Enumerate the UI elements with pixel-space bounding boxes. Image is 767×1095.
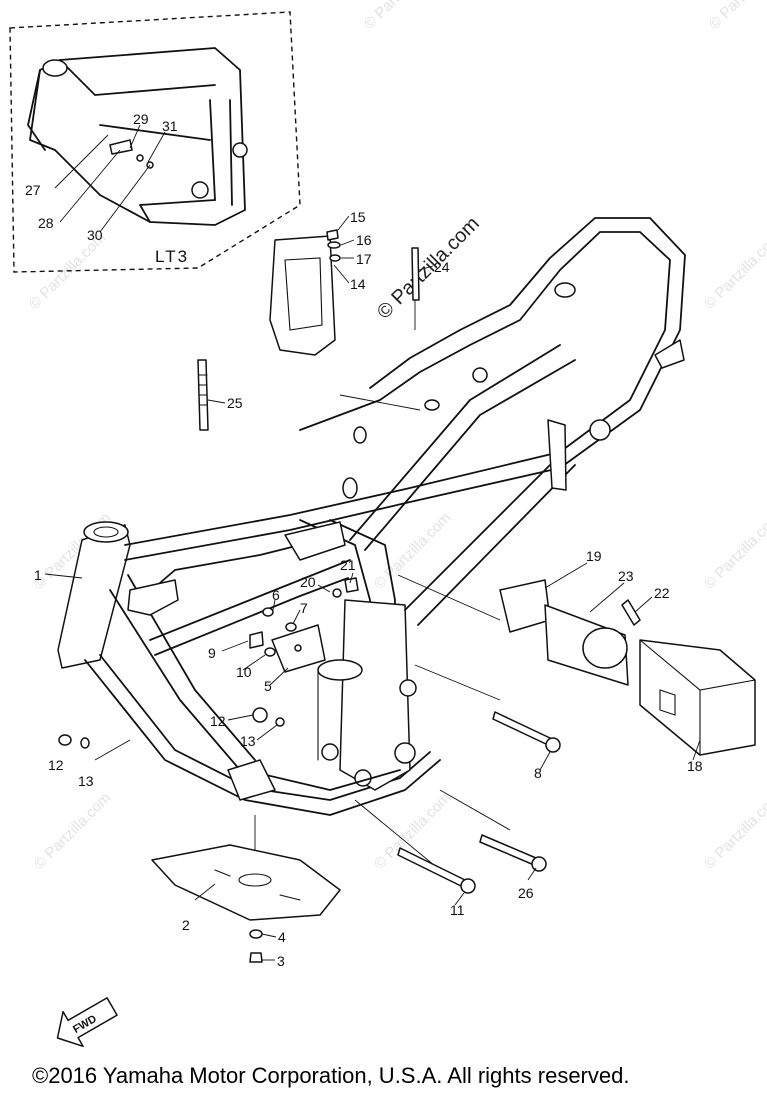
svg-text:© Partzilla.com: © Partzilla.com [706, 0, 767, 33]
part-2-skid-plate [151, 844, 341, 921]
part-3-bolt [249, 952, 263, 963]
callout-23: 23 [618, 568, 634, 584]
inset-border [9, 11, 301, 273]
callout-10: 10 [236, 664, 252, 680]
callout-3: 3 [277, 953, 285, 969]
part-24-rod [411, 247, 420, 301]
hardware-15-16-17 [326, 229, 341, 262]
svg-text:© Partzilla.com: © Partzilla.com [371, 509, 454, 592]
callout-2: 2 [182, 917, 190, 933]
main-frame [57, 217, 686, 816]
callout-leaders [44, 124, 701, 961]
copyright-notice: ©2016 Yamaha Motor Corporation, U.S.A. A… [32, 1063, 630, 1088]
callout-26: 26 [518, 885, 534, 901]
callout-18: 18 [687, 758, 703, 774]
svg-text:© Partzilla.com: © Partzilla.com [701, 789, 767, 872]
callout-9: 9 [208, 645, 216, 661]
leader-lines [94, 285, 511, 871]
part-4-washer [249, 929, 263, 939]
callout-14: 14 [350, 276, 366, 292]
part-19-cover [499, 579, 551, 633]
part-23-tool-bag [544, 604, 629, 686]
callout-12-b: 12 [48, 757, 64, 773]
callout-7: 7 [300, 600, 308, 616]
callout-numbers: 1 2 3 4 5 6 7 8 9 10 11 12 13 12 13 14 1… [25, 111, 703, 969]
callout-8: 8 [534, 765, 542, 781]
part-18-box [639, 639, 756, 756]
callout-6: 6 [272, 587, 280, 603]
svg-text:© Partzilla.com: © Partzilla.com [361, 0, 444, 33]
callout-29: 29 [133, 111, 149, 127]
callout-13-a: 13 [240, 733, 256, 749]
callout-20: 20 [300, 574, 316, 590]
callout-31: 31 [162, 118, 178, 134]
callout-27: 27 [25, 182, 41, 198]
small-fasteners [58, 577, 359, 749]
callout-15: 15 [350, 209, 366, 225]
callout-28: 28 [38, 215, 54, 231]
callout-22: 22 [654, 585, 670, 601]
callout-12-a: 12 [210, 713, 226, 729]
callout-13-b: 13 [78, 773, 94, 789]
watermark-main: © Partzilla.com [373, 213, 484, 324]
callout-1: 1 [34, 567, 42, 583]
callout-11: 11 [450, 902, 465, 918]
svg-text:© Partzilla.com: © Partzilla.com [31, 789, 114, 872]
long-bolts [397, 711, 561, 894]
part-14-bracket [269, 235, 336, 356]
svg-text:© Partzilla.com: © Partzilla.com [701, 229, 767, 312]
callout-24: 24 [434, 259, 450, 275]
svg-text:© Partzilla.com: © Partzilla.com [701, 509, 767, 592]
callout-19: 19 [586, 548, 602, 564]
callout-17: 17 [356, 251, 372, 267]
inset-label: LT3 [155, 247, 189, 266]
callout-4: 4 [278, 929, 286, 945]
callout-30: 30 [87, 227, 103, 243]
callout-5: 5 [264, 678, 272, 694]
inset-lt3: LT3 [9, 11, 301, 273]
callout-25: 25 [227, 395, 243, 411]
callout-21: 21 [340, 557, 356, 573]
fwd-arrow-icon: FWD [56, 997, 118, 1048]
callout-16: 16 [356, 232, 372, 248]
part-22-pin [621, 599, 641, 626]
